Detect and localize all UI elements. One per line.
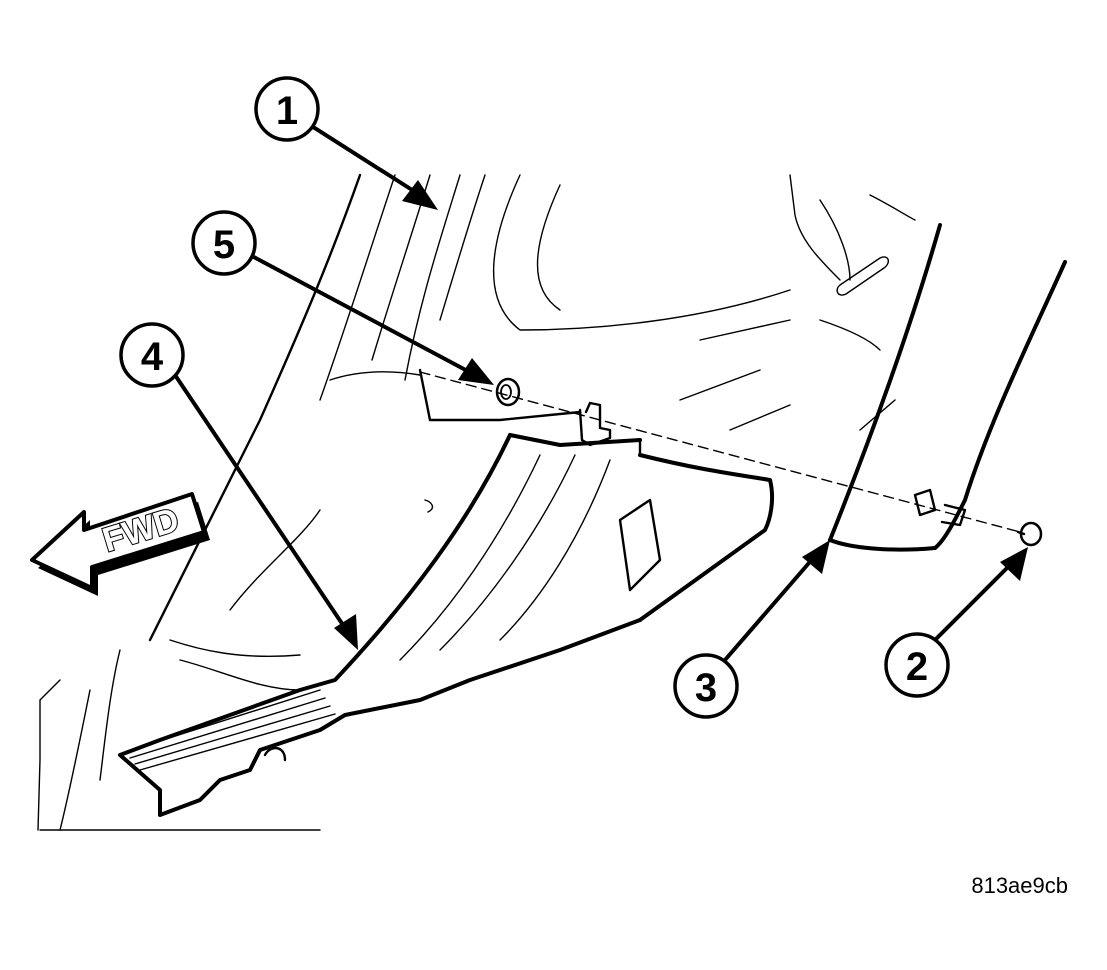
fasteners: [419, 371, 1043, 547]
fwd-direction-arrow: FWD: [30, 492, 210, 596]
callout-1: 1: [254, 76, 320, 142]
callout-4: 4: [119, 322, 185, 388]
callout-4-label: 4: [141, 335, 164, 379]
b-pillar-lower-trim: [828, 223, 1067, 552]
callout-3: 3: [673, 653, 739, 719]
figure-code: 813ae9cb: [971, 873, 1068, 898]
callout-5: 5: [191, 210, 257, 276]
callout-2: 2: [884, 632, 950, 698]
callout-2-label: 2: [906, 645, 928, 689]
callout-5-label: 5: [213, 223, 235, 267]
callout-1-label: 1: [276, 89, 298, 133]
sill-scuff-plate: [118, 368, 775, 817]
vehicle-body-lines: [37, 173, 916, 831]
leader-arrows: [173, 123, 1028, 662]
callout-3-label: 3: [695, 666, 717, 710]
